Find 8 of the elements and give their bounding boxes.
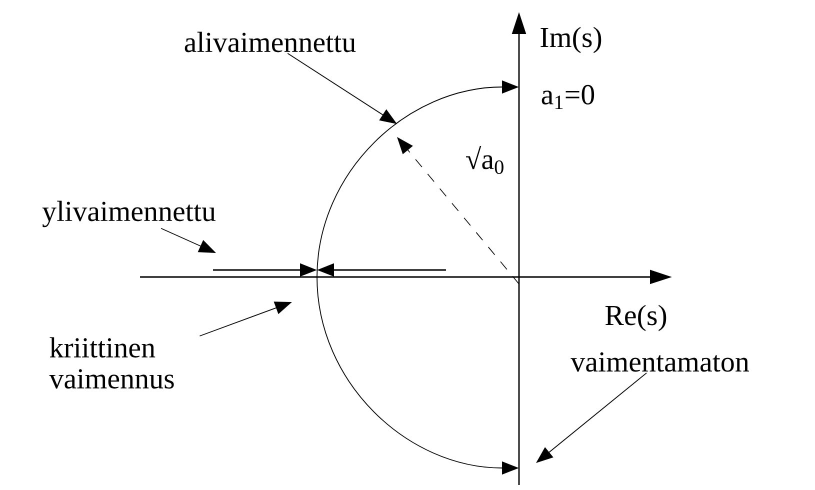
callout-text: vaimentamaton (570, 352, 749, 372)
axis-label: a$_{1}$=0 (542, 84, 594, 110)
callout-text: ylivaimennettu (42, 200, 216, 228)
callout-text: alivaimennettu (184, 32, 356, 52)
axis-label: √a$_{0}$ (466, 146, 504, 174)
axis-label: Re(s) (605, 304, 666, 332)
callout-text: kriittinen vaimennus (49, 337, 174, 389)
axis-label: Im(s) (540, 26, 602, 54)
